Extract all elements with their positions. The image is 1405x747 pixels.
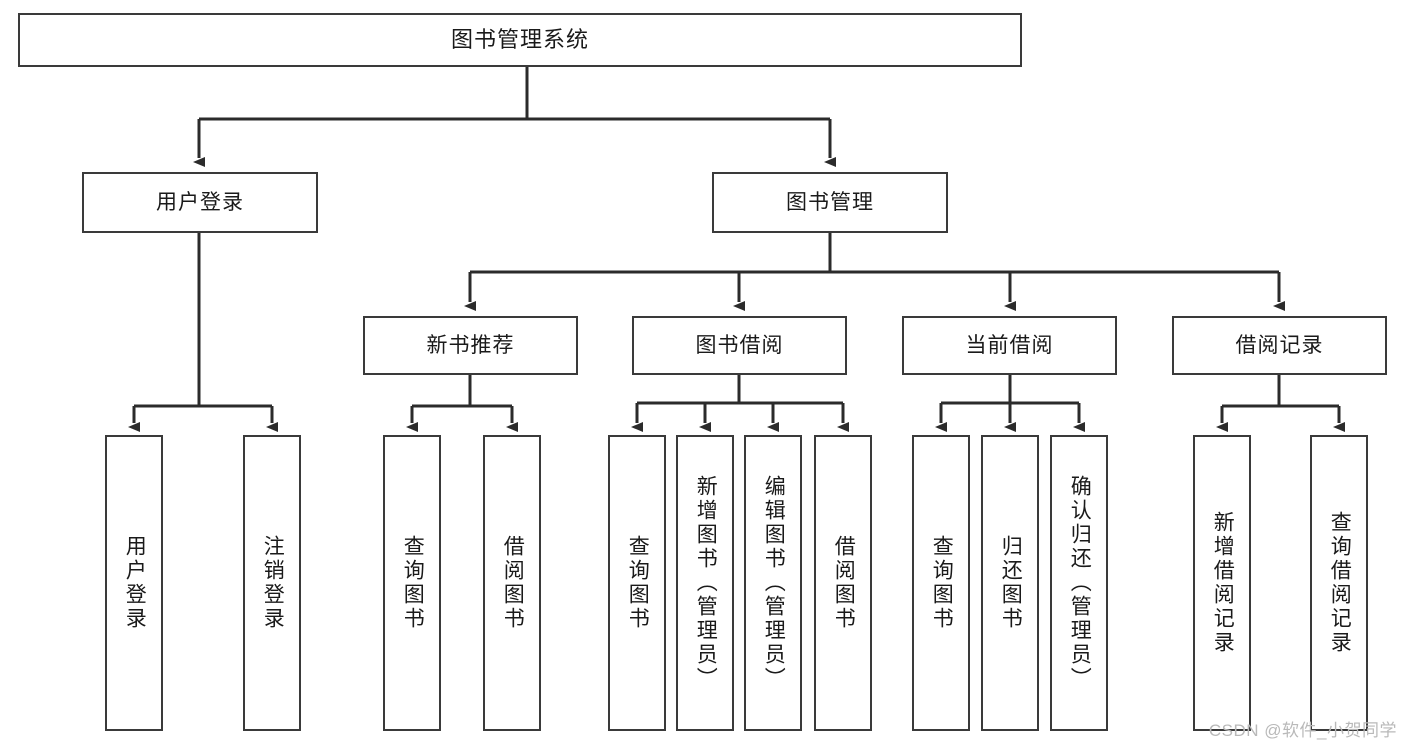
node-new-book-recommend[interactable]: 新书推荐 — [363, 316, 578, 375]
node-borrow-record[interactable]: 借阅记录 — [1172, 316, 1387, 375]
node-label: 查询借阅记录 — [1328, 511, 1352, 655]
leaf-add-borrow-record[interactable]: 新增借阅记录 — [1193, 435, 1251, 731]
leaf-logout-login[interactable]: 注销登录 — [243, 435, 301, 731]
node-label: 新书推荐 — [426, 333, 515, 357]
node-label: 图书借阅 — [695, 333, 784, 357]
node-label: 归还图书 — [999, 535, 1023, 631]
leaf-query-book-current[interactable]: 查询图书 — [912, 435, 970, 731]
node-label: 用户登录 — [156, 190, 244, 214]
leaf-edit-book[interactable]: 编辑图书（管理员） — [744, 435, 802, 731]
node-label: 注销登录 — [261, 535, 285, 631]
node-label: 图书管理 — [786, 190, 874, 214]
node-label: 当前借阅 — [965, 333, 1054, 357]
node-label: 新增图书（管理员） — [694, 475, 718, 691]
leaf-query-borrow-record[interactable]: 查询借阅记录 — [1310, 435, 1368, 731]
leaf-add-book[interactable]: 新增图书（管理员） — [676, 435, 734, 731]
node-label: 借阅记录 — [1235, 333, 1324, 357]
node-label: 查询图书 — [626, 535, 650, 631]
node-label: 借阅图书 — [832, 535, 856, 631]
node-label: 确认归还（管理员） — [1068, 475, 1092, 691]
node-label: 新增借阅记录 — [1211, 511, 1235, 655]
node-label: 借阅图书 — [501, 535, 525, 631]
node-root-system[interactable]: 图书管理系统 — [18, 13, 1022, 67]
node-user-login[interactable]: 用户登录 — [82, 172, 318, 233]
leaf-return-book[interactable]: 归还图书 — [981, 435, 1039, 731]
leaf-user-login[interactable]: 用户登录 — [105, 435, 163, 731]
node-label: 查询图书 — [401, 535, 425, 631]
leaf-query-book-recommend[interactable]: 查询图书 — [383, 435, 441, 731]
node-label: 图书管理系统 — [450, 26, 589, 52]
leaf-borrow-book[interactable]: 借阅图书 — [814, 435, 872, 731]
node-book-borrow[interactable]: 图书借阅 — [632, 316, 847, 375]
leaf-confirm-return[interactable]: 确认归还（管理员） — [1050, 435, 1108, 731]
leaf-borrow-book-recommend[interactable]: 借阅图书 — [483, 435, 541, 731]
node-label: 编辑图书（管理员） — [762, 475, 786, 691]
watermark-text: CSDN @软件_小贺同学 — [1208, 721, 1397, 740]
node-book-manage[interactable]: 图书管理 — [712, 172, 948, 233]
leaf-query-book-borrow[interactable]: 查询图书 — [608, 435, 666, 731]
node-label: 查询图书 — [930, 535, 954, 631]
node-label: 用户登录 — [123, 535, 147, 631]
node-current-borrow[interactable]: 当前借阅 — [902, 316, 1117, 375]
